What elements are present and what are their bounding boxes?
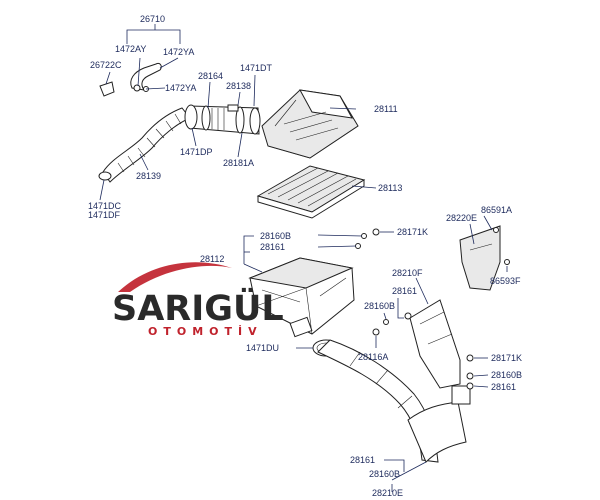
label-1471DU: 1471DU [246,343,279,353]
label-28138: 28138 [226,81,251,91]
label-1472AY: 1472AY [115,44,146,54]
label-1471DF: 1471DF [88,210,121,220]
bracket-28220E [459,225,510,291]
label-28164: 28164 [198,71,223,81]
fasteners [355,228,474,390]
label-28161-lower: 28161 [491,382,516,392]
label-28160B-bottom: 28160B [369,469,400,479]
label-1471DC: 1471DC [88,201,122,211]
label-28111: 28111 [374,104,398,114]
logo-swoosh [118,262,232,292]
logo-wordmark: SARIGÜL [112,287,284,329]
part-labels: 26710 1472AY 1472YA 26722C 1472YA 28164 … [88,14,522,498]
clamp-1471DC [98,171,112,181]
label-1471DT: 1471DT [240,63,273,73]
label-28161-upper: 28161 [260,242,285,252]
air-cleaner-cover-28111 [261,89,359,159]
label-28210E: 28210E [372,488,403,498]
intake-hose-28138 [184,104,261,135]
leader-lines [99,24,508,492]
intake-duct-28210E [317,339,467,463]
label-28160B-lower: 28160B [491,370,522,380]
label-28112: 28112 [200,254,224,264]
label-28220E: 28220E [446,213,477,223]
air-cleaner-body-28112 [248,257,355,338]
label-28210F: 28210F [392,268,423,278]
label-28171K-upper: 28171K [397,227,428,237]
air-filter-28113 [256,165,366,219]
label-28181A: 28181A [223,158,254,168]
label-28171K-lower: 28171K [491,353,522,363]
label-1472YA-top: 1472YA [163,47,194,57]
label-86593F: 86593F [490,276,521,286]
brand-logo: SARIGÜL OTOMOTİV [112,262,284,338]
label-86591A: 86591A [481,205,512,215]
label-28116A: 28116A [358,352,388,362]
label-28139: 28139 [136,171,161,181]
label-28113: 28113 [378,183,402,193]
label-28161-bottom: 28161 [350,455,375,465]
label-1471DP: 1471DP [180,147,213,157]
label-1472YA-mid: 1472YA [165,83,196,93]
bracket-26710 [130,63,162,92]
label-26710: 26710 [140,14,165,24]
resonator-28210F [409,299,471,405]
connector-26722C [99,81,115,97]
label-28160B-mid: 28160B [364,301,395,311]
label-26722C: 26722C [90,60,122,70]
label-28160B-upper: 28160B [260,231,291,241]
label-28161-mid: 28161 [392,286,417,296]
logo-tagline: OTOMOTİV [148,324,263,338]
